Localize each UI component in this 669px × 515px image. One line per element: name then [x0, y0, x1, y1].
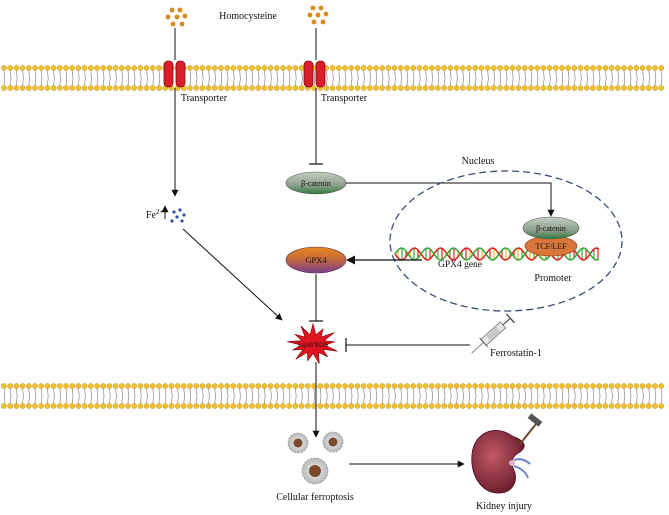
nucleus-boundary: [389, 170, 623, 312]
homocysteine-label: Homocysteine: [219, 11, 277, 22]
kidney-injury-label: Kidney injury: [476, 501, 532, 512]
cell-icon: [301, 457, 329, 485]
homocysteine-dots-left: [165, 7, 188, 27]
syringe-icon: [471, 313, 515, 354]
arrow-beta-catenin-to-nucleus: [346, 182, 555, 217]
beta-catenin-nuclear-label: β-catenin: [536, 224, 566, 233]
cellular-ferroptosis-label: Cellular ferroptosis: [276, 492, 354, 503]
nucleus-label: Nucleus: [462, 156, 495, 167]
hammer-icon: [519, 413, 543, 445]
fe-ion-label: Fe2+: [146, 208, 164, 221]
cell-membrane-top: [1, 65, 665, 91]
transporter-left: [163, 60, 186, 88]
lipid-ros-label: Lipid ROS: [298, 341, 329, 349]
cell-icon: [287, 432, 309, 454]
beta-catenin-label: β-catenin: [301, 179, 331, 188]
gpx4-gene-label: GPX4 gene: [438, 260, 482, 270]
gpx4-protein: GPX4: [285, 246, 347, 274]
beta-catenin-cytoplasm: β-catenin: [285, 171, 347, 195]
transporter-left-label: Transporter: [181, 93, 228, 104]
transporter-right: [303, 60, 326, 88]
gpx4-label: GPX4: [305, 255, 327, 265]
ferroptotic-cells: [287, 431, 344, 485]
cell-icon: [322, 431, 344, 453]
homocysteine-dots-right: [307, 5, 329, 25]
arrow-fe-to-lipid-ros: [182, 228, 283, 321]
lipid-ros-burst: Lipid ROS: [287, 322, 338, 364]
tcf-lef-label: TCF/LEF: [535, 242, 567, 251]
fe-ion-dots: [170, 208, 186, 223]
promoter-label: Promoter: [534, 273, 572, 284]
cell-membrane-bottom: [1, 383, 665, 409]
kidney-icon: [471, 430, 531, 494]
transporter-right-label: Transporter: [321, 93, 368, 104]
beta-catenin-nuclear: β-catenin: [522, 216, 580, 240]
ferrostatin-label: Ferrostatin-1: [490, 348, 542, 359]
